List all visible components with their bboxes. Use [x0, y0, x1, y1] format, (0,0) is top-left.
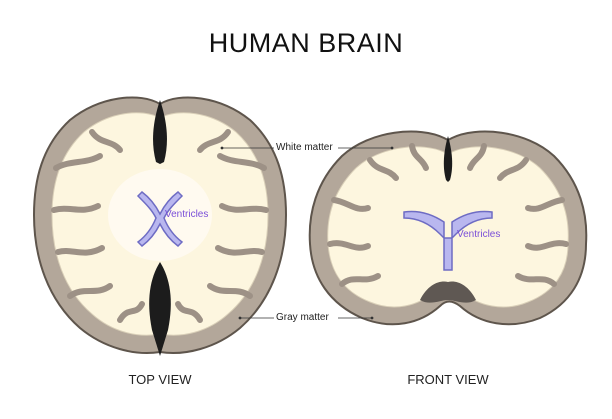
gray-matter-label: Gray matter [276, 312, 329, 323]
top-view-brain [32, 96, 288, 356]
ventricles-front-label: Ventricles [457, 229, 501, 240]
top-view-ventricles [136, 191, 184, 247]
front-view-folds [327, 143, 569, 287]
front-view-ventricles [403, 210, 493, 271]
front-view-label: FRONT VIEW [407, 372, 489, 387]
top-view-folds [51, 129, 269, 323]
page-title: HUMAN BRAIN [208, 28, 404, 58]
white-matter-label: White matter [276, 142, 333, 153]
leader-lines [222, 147, 392, 319]
top-view-fissure-front [153, 100, 167, 164]
front-view-base [420, 281, 476, 303]
ventricles-top-label: Ventricles [165, 209, 209, 220]
front-view-fissure [443, 136, 453, 182]
leader-dots [220, 146, 394, 320]
front-view-brain [308, 130, 588, 326]
top-view-label: TOP VIEW [128, 372, 192, 387]
top-view-fissure-back [149, 262, 171, 356]
